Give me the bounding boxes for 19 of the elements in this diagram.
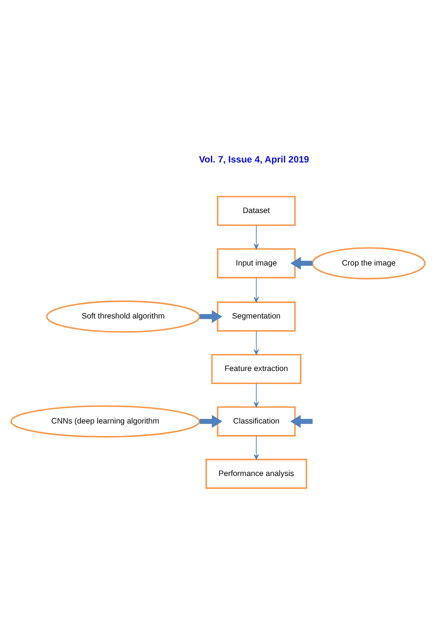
- node-ellipse: CNNs (deep learning algorithm: [10, 405, 200, 438]
- arrow: [200, 414, 222, 428]
- arrow: [290, 256, 312, 270]
- label: Vol. 7, Issue 4, April 2019: [199, 154, 310, 164]
- arrow: [290, 414, 313, 428]
- arrow: [254, 330, 259, 355]
- node-box: Input image: [216, 248, 296, 278]
- node-box: Performance analysis: [205, 458, 308, 489]
- arrow: [254, 277, 259, 302]
- arrow: [254, 435, 259, 460]
- node-box: Classification: [216, 406, 296, 436]
- arrow: [254, 383, 259, 408]
- arrow: [200, 310, 222, 324]
- node-ellipse: Crop the image: [312, 247, 426, 280]
- arrow: [254, 224, 259, 250]
- node-box: Dataset: [216, 196, 296, 226]
- node-ellipse: Soft threshold algorithm: [46, 300, 200, 333]
- node-box: Segmentation: [216, 302, 296, 332]
- node-box: Feature extraction: [211, 354, 302, 384]
